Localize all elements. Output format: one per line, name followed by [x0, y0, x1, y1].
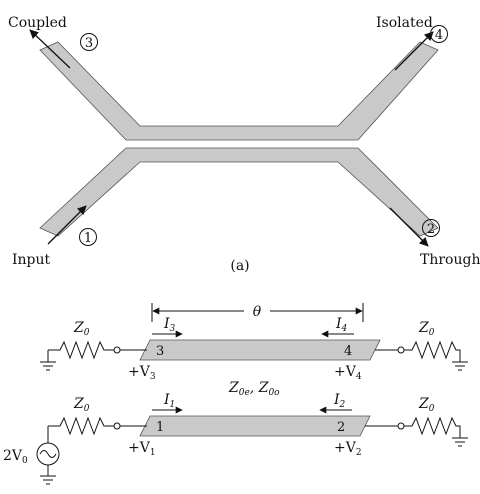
- resistor-icon-bl: [48, 416, 114, 436]
- bottom-coupled-line: [139, 415, 371, 437]
- through-arrow: [389, 207, 429, 247]
- i2-label: I2: [333, 392, 346, 410]
- coupler-layout: Coupled 3 Isolated 4 1 Input 2 Through (…: [8, 15, 480, 274]
- terminal-tr: [397, 346, 405, 354]
- port-3-circle: [80, 33, 98, 51]
- i4-label: I4: [335, 316, 348, 334]
- figure-caption: (a): [230, 258, 249, 274]
- port-2-number: 2: [427, 222, 435, 237]
- v1-label: +V1: [128, 440, 156, 458]
- port-3-number: 3: [85, 36, 93, 51]
- port-1-circle: [79, 228, 97, 246]
- terminal-br: [397, 422, 405, 430]
- terminal-tl: [113, 346, 121, 354]
- bot-right-port-num: 2: [337, 420, 345, 435]
- z0-bottom-right: Z0: [418, 396, 435, 414]
- resistor-icon-tr: [404, 340, 461, 362]
- upper-strip: [39, 41, 439, 141]
- coupled-label: Coupled: [8, 15, 67, 31]
- port-4-number: 4: [435, 28, 443, 43]
- coupler-circuit: θ 3 4 1 2 Z0 Z0: [3, 303, 468, 485]
- i1-label: I1: [163, 392, 175, 410]
- through-label: Through: [420, 252, 480, 268]
- input-label: Input: [12, 252, 51, 268]
- top-coupled-line: [139, 339, 381, 361]
- port-4-circle: [430, 25, 448, 43]
- port-1-number: 1: [84, 231, 92, 246]
- top-right-port-num: 4: [344, 344, 352, 359]
- z0-bottom-left: Z0: [73, 396, 90, 414]
- sine-icon: [39, 450, 57, 458]
- v2-label: +V2: [334, 440, 362, 458]
- theta-label: θ: [253, 304, 262, 320]
- line-impedance-label: Z0e, Z0o: [228, 380, 280, 398]
- z0-top-right: Z0: [418, 320, 435, 338]
- isolated-label: Isolated: [376, 15, 433, 31]
- v3-label: +V3: [128, 364, 156, 382]
- i3-label: I3: [163, 316, 176, 334]
- bot-left-port-num: 1: [156, 420, 164, 435]
- lower-strip: [39, 147, 439, 237]
- terminal-bl: [113, 422, 121, 430]
- z0-top-left: Z0: [73, 320, 90, 338]
- resistor-icon-tl: [48, 340, 114, 360]
- isolated-arrow: [394, 31, 434, 71]
- resistor-icon-br: [404, 416, 461, 438]
- input-arrow: [47, 205, 87, 245]
- source-label: 2V0: [3, 448, 28, 466]
- coupled-arrow: [29, 29, 71, 69]
- port-2-circle: [422, 219, 440, 237]
- top-left-port-num: 3: [156, 344, 164, 359]
- v4-label: +V4: [334, 364, 362, 382]
